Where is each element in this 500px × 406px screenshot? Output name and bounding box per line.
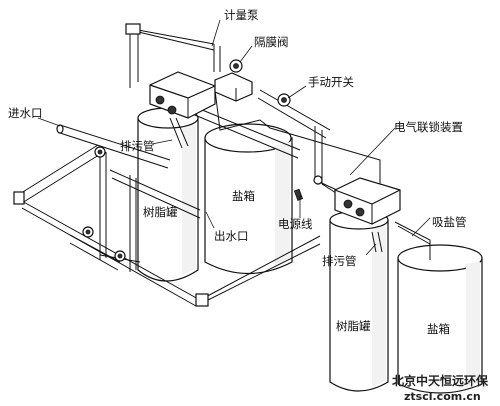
label-drain-pipe-right: 排污管 bbox=[322, 254, 357, 268]
label-drain-pipe-left: 排污管 bbox=[120, 139, 155, 153]
label-diaphragm-valve: 隔膜阀 bbox=[254, 35, 289, 49]
salt-tank-left bbox=[204, 123, 293, 275]
label-salt-tank-right: 盐箱 bbox=[427, 322, 450, 336]
label-electric-interlock: 电气联锁装置 bbox=[394, 120, 463, 134]
pipe-network bbox=[17, 29, 431, 307]
resin-tank-left bbox=[137, 107, 199, 282]
label-power-cord: 电源线 bbox=[278, 217, 313, 231]
label-resin-tank-right: 树脂罐 bbox=[336, 319, 371, 333]
watermark-line1: 北京中天恒远环保 bbox=[392, 373, 489, 388]
label-salt-tank-left: 盐箱 bbox=[232, 189, 255, 203]
label-manual-switch: 手动开关 bbox=[308, 75, 354, 89]
leader-lines bbox=[37, 19, 431, 256]
label-water-outlet: 出水口 bbox=[214, 229, 249, 243]
labels: 计量泵 隔膜阀 手动开关 进水口 排污管 电气联锁装置 盐箱 电源线 树脂罐 出… bbox=[8, 8, 467, 336]
salt-tank-right bbox=[397, 244, 483, 394]
watermark: 北京中天恒远环保 ztscl.com.cn bbox=[392, 373, 489, 403]
label-resin-tank-left: 树脂罐 bbox=[143, 205, 178, 219]
fittings bbox=[13, 23, 401, 307]
watermark-line2: ztscl.com.cn bbox=[404, 390, 481, 403]
label-salt-suction-pipe: 吸盐管 bbox=[432, 215, 467, 229]
label-water-inlet: 进水口 bbox=[8, 106, 43, 120]
resin-tank-right bbox=[329, 210, 389, 392]
label-metering-pump: 计量泵 bbox=[224, 8, 259, 22]
